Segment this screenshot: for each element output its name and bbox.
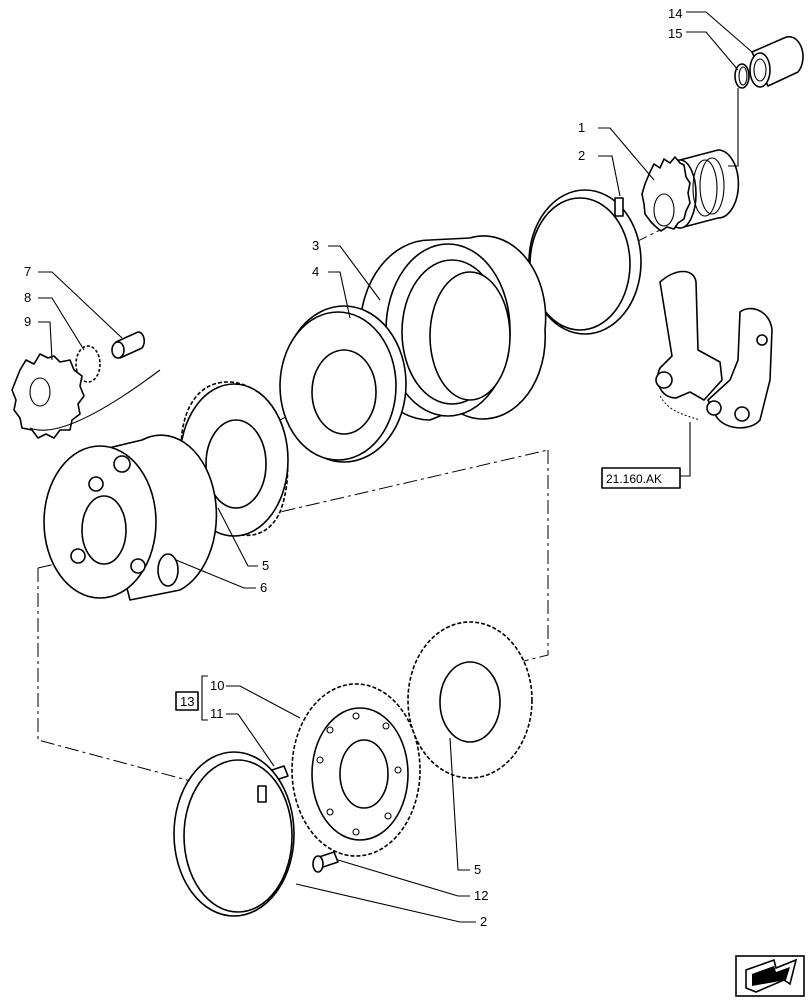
callout-9: 9 <box>24 314 31 329</box>
callout-13: 13 <box>180 694 194 709</box>
next-page-arrow-icon[interactable] <box>735 955 805 997</box>
pin-part-7 <box>111 331 145 359</box>
reference-box[interactable] <box>601 467 681 489</box>
callout-4: 4 <box>312 264 319 279</box>
pinion-part-1 <box>641 149 740 232</box>
callout-13-box <box>175 691 199 711</box>
snap-ring-part-15 <box>734 63 750 89</box>
callout-1: 1 <box>578 120 585 135</box>
ring-part-2-lower <box>173 751 295 917</box>
shift-fork-assembly <box>655 270 773 429</box>
ring-gear-part-3 <box>359 235 547 421</box>
callout-6: 6 <box>260 580 267 595</box>
needle-bearing-part-8 <box>75 345 101 383</box>
reference-label[interactable]: 21.160.AK <box>606 472 662 486</box>
callout-12: 12 <box>474 888 488 903</box>
callout-2-upper: 2 <box>578 148 585 163</box>
callout-7: 7 <box>24 264 31 279</box>
callout-2-lower: 2 <box>480 914 487 929</box>
callout-10: 10 <box>210 678 224 693</box>
leader-lines <box>38 11 753 923</box>
callout-14: 14 <box>668 6 682 21</box>
callout-5-upper: 5 <box>262 558 269 573</box>
callout-15: 15 <box>668 26 682 41</box>
callout-11: 11 <box>210 706 224 721</box>
assembly-frame-line <box>37 568 281 806</box>
gear-part-10 <box>291 683 421 857</box>
planet-carrier-part-6 <box>43 434 218 601</box>
ring-part-2-upper <box>528 189 642 335</box>
gear-part-5-lower <box>407 621 533 779</box>
callout-8: 8 <box>24 290 31 305</box>
assembly-frame-line-right <box>519 450 549 663</box>
bolt-part-12 <box>312 851 339 873</box>
bushing-part-14 <box>749 35 804 88</box>
thrust-washer-part-4 <box>279 305 407 463</box>
planet-gear-part-9 <box>11 353 161 439</box>
callout-5-lower: 5 <box>474 862 481 877</box>
callout-3: 3 <box>312 238 319 253</box>
